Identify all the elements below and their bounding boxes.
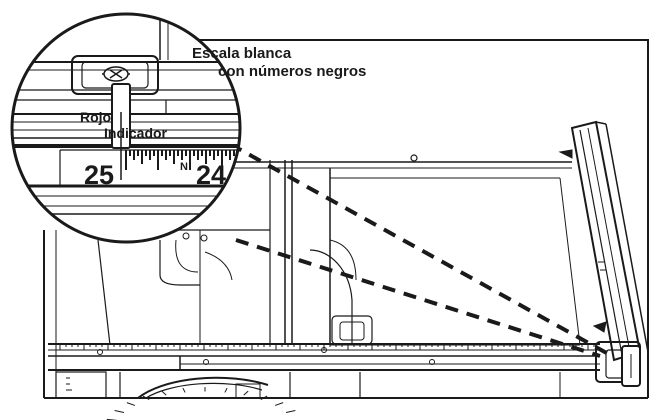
scale-tick xyxy=(243,390,249,396)
scale-tick xyxy=(182,387,186,393)
magnifier-circle: 25 24 N xyxy=(10,12,242,244)
cabinet-front xyxy=(55,371,561,399)
label-red: Rojo xyxy=(80,109,112,125)
scale-tick xyxy=(285,410,296,414)
scale-fraction-mark: N xyxy=(180,161,188,173)
front-rail-scale xyxy=(59,344,595,350)
scale-tick xyxy=(142,395,150,401)
scale-tick xyxy=(114,410,125,414)
miter-gauge-scale xyxy=(106,387,296,420)
scale-tick xyxy=(224,387,228,393)
table-top-surface xyxy=(97,154,581,346)
saw-table-outline xyxy=(43,39,649,399)
miter-gauge xyxy=(137,376,269,399)
scale-tick xyxy=(260,395,268,401)
scale-number-24: 24 xyxy=(196,160,226,190)
scale-number-25: 25 xyxy=(84,160,114,190)
scale-tick xyxy=(126,402,136,406)
rip-fence xyxy=(558,120,649,387)
label-black-numbers: con números negros xyxy=(218,63,367,80)
magnified-scale-ticks xyxy=(125,150,239,170)
callout-leader-lines xyxy=(229,142,613,358)
scale-tick xyxy=(161,390,167,396)
label-indicator: Indicador xyxy=(104,125,168,141)
scale-tick xyxy=(274,402,284,406)
label-white-scale: Escala blanca xyxy=(192,45,292,62)
